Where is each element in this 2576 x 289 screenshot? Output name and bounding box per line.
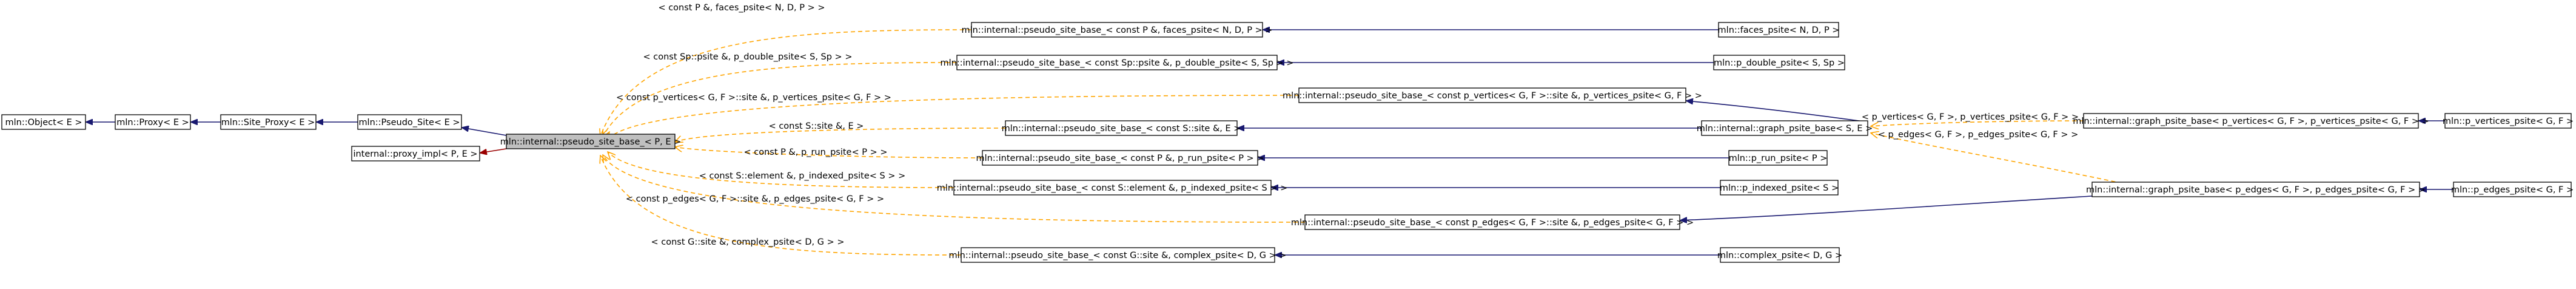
node-label: mln::internal::pseudo_site_base_< P, E >	[500, 137, 682, 147]
edges	[86, 30, 2454, 255]
edge-psb-double	[603, 62, 958, 137]
node-proxy-impl[interactable]: internal::proxy_impl< P, E >	[351, 146, 480, 162]
node-pseudo-site[interactable]: mln::Pseudo_Site< E >	[357, 114, 462, 130]
node-faces-psite[interactable]: mln::faces_psite< N, D, P >	[1718, 22, 1840, 38]
edge-label-complex: < const G::site &, complex_psite< D, G >…	[651, 237, 845, 247]
node-label: mln::Object< E >	[5, 118, 82, 127]
edge-psb-graph	[675, 127, 1006, 142]
node-label: mln::internal::pseudo_site_base_< const …	[976, 154, 1264, 163]
node-label: mln::complex_psite< D, G >	[1717, 251, 1842, 260]
node-p-run-psite[interactable]: mln::p_run_psite< P >	[1728, 150, 1828, 166]
node-label: mln::internal::graph_psite_base< S, E >	[1697, 124, 1873, 134]
node-p-vertices-psite[interactable]: mln::p_vertices_psite< G, F >	[2443, 113, 2574, 129]
edge-psb-indexed	[608, 152, 954, 188]
node-label: mln::faces_psite< N, D, P >	[1718, 25, 1840, 35]
node-psb-vertices[interactable]: mln::internal::pseudo_site_base_< const …	[1283, 87, 1702, 103]
node-label: internal::proxy_impl< P, E >	[353, 149, 477, 159]
node-object[interactable]: mln::Object< E >	[1, 114, 86, 130]
edge-label-gv: < p_vertices< G, F >, p_vertices_psite< …	[1862, 112, 2079, 122]
edge-graph-psite-base-to-psb-vertices	[1686, 101, 1868, 123]
node-label: mln::internal::pseudo_site_base_< const …	[949, 251, 1287, 260]
node-label: mln::internal::pseudo_site_base_< const …	[941, 58, 1294, 68]
node-psb-double[interactable]: mln::internal::pseudo_site_base_< const …	[941, 55, 1294, 70]
node-p-double-psite[interactable]: mln::p_double_psite< S, Sp >	[1713, 55, 1845, 70]
node-gpb-vertices[interactable]: mln::internal::graph_psite_base< p_verti…	[2073, 113, 2429, 129]
edge-psb-faces	[600, 29, 972, 137]
node-label: mln::internal::pseudo_site_base_< const …	[1283, 91, 1702, 101]
edge-label-ge: < p_edges< G, F >, p_edges_psite< G, F >…	[1878, 130, 2079, 140]
node-pseudo-site-base[interactable]: mln::internal::pseudo_site_base_< P, E >	[500, 134, 682, 149]
node-label: mln::p_double_psite< S, Sp >	[1714, 58, 1845, 68]
edge-label-vertices: < const p_vertices< G, F >::site &, p_ve…	[616, 93, 891, 103]
node-label: mln::internal::pseudo_site_base_< const …	[1002, 124, 1241, 134]
edge-pseudo-site-base-to-proxy-impl	[480, 148, 507, 153]
edge-labels: < const P &, faces_psite< N, D, P > > < …	[616, 3, 2079, 247]
node-p-edges-psite[interactable]: mln::p_edges_psite< G, F >	[2451, 182, 2574, 197]
node-psb-run[interactable]: mln::internal::pseudo_site_base_< const …	[976, 150, 1264, 166]
node-label: mln::internal::graph_psite_base< p_edges…	[2086, 185, 2426, 195]
edge-psb-run	[675, 147, 983, 158]
node-gpb-edges[interactable]: mln::internal::graph_psite_base< p_edges…	[2086, 182, 2426, 197]
edge-gpb-vertices-to-graph-psite-base	[1871, 120, 2084, 126]
edge-label-graph: < const S::site &, E >	[769, 121, 864, 131]
node-psb-graph[interactable]: mln::internal::pseudo_site_base_< const …	[1002, 120, 1241, 136]
edge-label-edges: < const p_edges< G, F >::site &, p_edges…	[626, 194, 884, 204]
node-label: mln::internal::pseudo_site_base_< const …	[961, 25, 1272, 35]
node-graph-psite-base[interactable]: mln::internal::graph_psite_base< S, E >	[1697, 120, 1873, 136]
edge-pseudo-site-base-to-pseudo-site	[461, 127, 507, 136]
node-psb-complex[interactable]: mln::internal::pseudo_site_base_< const …	[949, 247, 1287, 263]
node-label: mln::internal::pseudo_site_base_< const …	[1291, 218, 1694, 228]
node-label: mln::p_run_psite< P >	[1729, 154, 1828, 163]
node-psb-indexed[interactable]: mln::internal::pseudo_site_base_< const …	[937, 180, 1287, 195]
node-complex-psite[interactable]: mln::complex_psite< D, G >	[1717, 247, 1842, 263]
node-psb-edges[interactable]: mln::internal::pseudo_site_base_< const …	[1291, 214, 1694, 230]
edge-psb-complex	[600, 155, 962, 256]
node-label: mln::internal::pseudo_site_base_< const …	[937, 183, 1287, 193]
edge-label-run: < const P &, p_run_psite< P > >	[744, 148, 888, 157]
edge-label-faces: < const P &, faces_psite< N, D, P > >	[658, 3, 825, 13]
node-site-proxy[interactable]: mln::Site_Proxy< E >	[220, 114, 317, 130]
nodes: mln::Object< E > mln::Proxy< E > mln::Si…	[1, 22, 2574, 263]
edge-gpb-edges-to-graph-psite-base	[1871, 133, 2123, 184]
node-label: mln::p_indexed_psite< S >	[1720, 183, 1839, 193]
node-label: mln::Proxy< E >	[116, 118, 189, 127]
edge-label-double: < const Sp::psite &, p_double_psite< S, …	[643, 52, 853, 62]
edge-psb-edges	[603, 155, 1306, 223]
node-proxy[interactable]: mln::Proxy< E >	[115, 114, 191, 130]
node-label: mln::p_vertices_psite< G, F >	[2443, 117, 2574, 126]
node-psb-faces[interactable]: mln::internal::pseudo_site_base_< const …	[961, 22, 1273, 38]
node-label: mln::Site_Proxy< E >	[221, 118, 315, 127]
node-p-indexed-psite[interactable]: mln::p_indexed_psite< S >	[1720, 180, 1839, 195]
edge-label-indexed: < const S::element &, p_indexed_psite< S…	[699, 171, 905, 181]
edge-gpb-edges-to-psb-edges	[1680, 195, 2093, 220]
node-label: mln::internal::graph_psite_base< p_verti…	[2073, 117, 2429, 126]
node-label: mln::Pseudo_Site< E >	[358, 118, 460, 127]
node-label: mln::p_edges_psite< G, F >	[2451, 185, 2574, 195]
